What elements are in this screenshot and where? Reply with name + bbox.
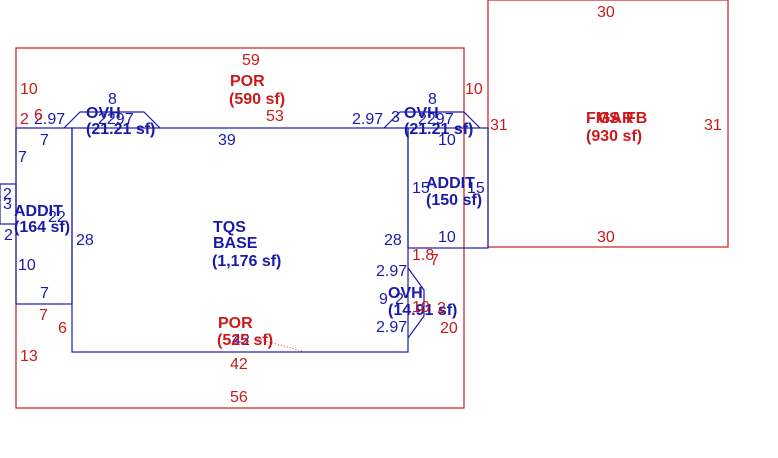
ovh-left-outline — [63, 111, 161, 129]
dim-20: 20 — [440, 320, 458, 337]
dim-30-b: 30 — [597, 229, 615, 246]
por-bottom-label: POR — [218, 315, 253, 332]
dim-9: 9 — [379, 291, 388, 308]
dim-59: 59 — [242, 52, 260, 69]
ovh-right-mid-outline — [407, 267, 425, 339]
dim-15-a: 15 — [412, 180, 430, 197]
dim-10-d: 10 — [18, 257, 36, 274]
dim-3-b: 3 — [3, 196, 12, 213]
addit-right-label: ADDIT — [426, 175, 475, 192]
ovh-right-top-outline — [383, 111, 481, 129]
dim-42-a: 42 — [230, 356, 248, 373]
addit-right-area: (150 sf) — [426, 192, 482, 209]
red-outlines — [15, 0, 729, 409]
dim-2297-b: 2297 — [418, 111, 454, 128]
garage-outline — [487, 0, 729, 248]
dim-7-d: 7 — [39, 307, 48, 324]
tqs-base-label-2: BASE — [213, 235, 258, 252]
dim-28-b: 28 — [384, 232, 402, 249]
dim-42-b: 42 — [232, 332, 250, 349]
dim-10-c: 10 — [465, 81, 483, 98]
addit-right-outline — [407, 127, 489, 249]
addit-left-label: ADDIT — [14, 203, 63, 220]
dim-28-a: 28 — [76, 232, 94, 249]
ovh-left-area: (21.21 sf) — [86, 121, 155, 138]
ovh-right-mid-label: OVH — [388, 285, 423, 302]
dim-10-f: 10 — [412, 299, 430, 316]
dim-22: 22 — [48, 209, 66, 226]
dim-39: 39 — [218, 132, 236, 149]
dim-2-d: 2 — [395, 291, 404, 308]
dim-2-97-a: 2.97 — [34, 111, 65, 128]
garage-label-1: FMS — [586, 110, 620, 127]
garage-label-3: FB — [626, 110, 647, 127]
dim-7-e: 7 — [430, 252, 439, 269]
dim-7-a: 7 — [40, 132, 49, 149]
dim-10-a: 10 — [20, 81, 38, 98]
garage-area: (930 sf) — [586, 128, 642, 145]
dim-2-b: 2 — [3, 186, 12, 203]
dim-2-e: 2 — [437, 300, 446, 317]
dim-8-a: 8 — [108, 91, 117, 108]
dim-31-b: 31 — [704, 117, 722, 134]
blue-labels: TQS BASE (1,176 sf) ADDIT (164 sf) ADDIT… — [3, 91, 485, 349]
dim-7-b: 7 — [18, 149, 27, 166]
dim-10-e: 10 — [438, 229, 456, 246]
ovh-left-label: OVH — [86, 105, 121, 122]
garage-label-2: GAR — [598, 110, 634, 127]
dim-2297-a: 2297 — [98, 111, 134, 128]
tqs-base-area: (1,176 sf) — [212, 253, 281, 270]
addit-left-notch — [0, 183, 17, 225]
por-bottom-area: (525 sf) — [217, 332, 273, 349]
blue-outlines — [0, 111, 489, 353]
dim-3-a: 3 — [391, 109, 400, 126]
dim-10-b: 10 — [438, 132, 456, 149]
dim-6-a: 6 — [34, 107, 43, 124]
ovh-right-top-area: (21.21 sf) — [404, 121, 473, 138]
dim-7-c: 7 — [40, 285, 49, 302]
dim-13: 13 — [20, 348, 38, 365]
dim-1-8: 1.8 — [412, 247, 434, 264]
ovh-right-mid-area: (14.91 sf) — [388, 302, 457, 319]
dim-15-b: 15 — [467, 180, 485, 197]
red-labels: POR (590 sf) POR (525 sf) FMS GAR FB (93… — [20, 4, 722, 406]
dim-2-97-d: 2.97 — [376, 319, 407, 336]
dim-8-b: 8 — [428, 91, 437, 108]
tqs-base-label-1: TQS — [213, 219, 246, 236]
dim-53: 53 — [266, 108, 284, 125]
dim-6-b: 6 — [58, 320, 67, 337]
dim-2-c: 2 — [4, 227, 13, 244]
por-top-area: (590 sf) — [229, 91, 285, 108]
por-top-label: POR — [230, 73, 265, 90]
addit-left-area: (164 sf) — [14, 219, 70, 236]
dim-2-a: 2 — [20, 111, 29, 128]
dim-31-a: 31 — [490, 117, 508, 134]
ovh-right-top-label: OVH — [404, 105, 439, 122]
dim-2-97-b: 2.97 — [352, 111, 383, 128]
dim-30-a: 30 — [597, 4, 615, 21]
dim-2-97-c: 2.97 — [376, 263, 407, 280]
dim-56: 56 — [230, 389, 248, 406]
